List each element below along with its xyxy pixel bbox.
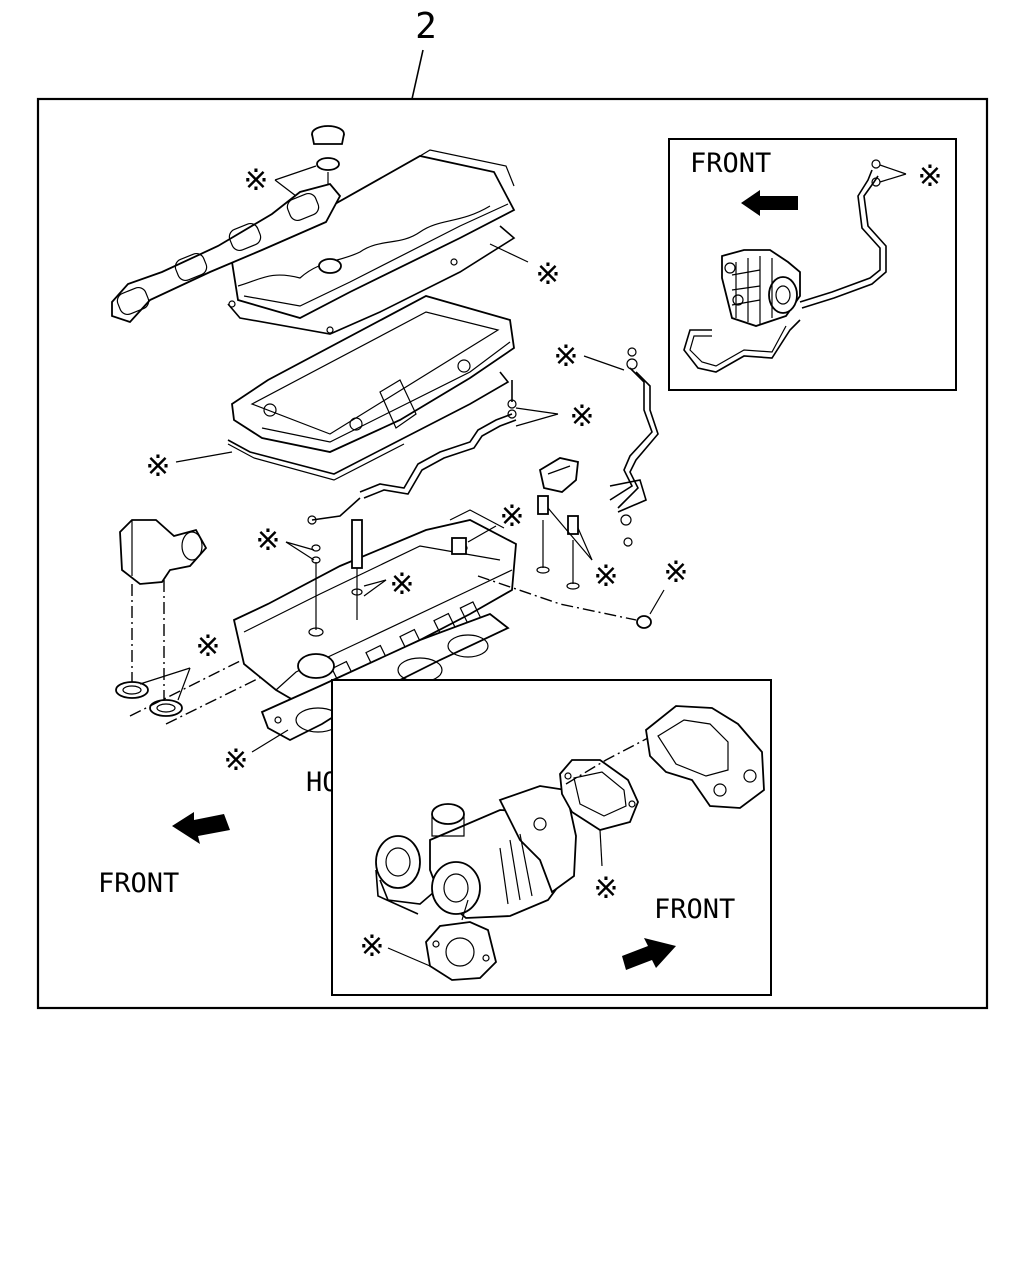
kit-marker-turbo-flange-gasket: ※: [359, 929, 384, 964]
turbocharger: [375, 785, 577, 919]
pump-inset-frame: [668, 138, 957, 391]
main-frame: [36, 97, 989, 1010]
front-arrow-turbo-inset: [622, 938, 676, 970]
front-label-turbo-inset: FRONT: [654, 894, 735, 925]
kit-marker-pump: ※: [917, 159, 942, 194]
pump-fuel-line: [683, 159, 887, 373]
kit-marker-pipe-washer-top: ※: [553, 339, 578, 374]
thermostat-housing: [119, 519, 208, 585]
carrier-gasket: [227, 371, 510, 481]
kit-marker-turbo-outlet-gasket: ※: [593, 871, 618, 906]
head-cover-gasket: [227, 225, 516, 335]
kit-marker-injector-seal: ※: [499, 499, 524, 534]
callout-leader: [411, 49, 424, 100]
glow-plug-injector: [351, 519, 467, 620]
kit-marker-head-gasket: ※: [223, 743, 248, 778]
intake-manifold-gasket: [111, 182, 342, 324]
kit-marker-carrier-gasket: ※: [145, 449, 170, 484]
callout-number: 2: [415, 6, 437, 47]
kit-marker-pipe-washer-mid: ※: [569, 399, 594, 434]
front-label-main: FRONT: [98, 868, 179, 899]
camshaft-carrier: [231, 295, 515, 453]
kit-marker-thermostat-gasket: ※: [195, 629, 220, 664]
front-label-pump-inset: FRONT: [690, 148, 771, 179]
cylinder-head-cover: [231, 149, 516, 319]
kit-marker-intake-gasket: ※: [243, 163, 268, 198]
turbo-flange-gasket: [425, 921, 497, 981]
kit-marker-glow-plug: ※: [389, 567, 414, 602]
kit-marker-head-cover-gasket: ※: [535, 257, 560, 292]
oil-seal-ring: [636, 615, 652, 629]
valve-stem-seals: [536, 457, 580, 590]
turbo-outlet-gasket: [559, 759, 639, 831]
kit-marker-oil-seal: ※: [663, 555, 688, 590]
exhaust-elbow: [645, 705, 765, 809]
kit-marker-valve-seal: ※: [593, 559, 618, 594]
thermostat-gaskets: [115, 681, 183, 717]
injection-pump: [721, 249, 801, 327]
injection-pipes: [307, 347, 659, 547]
kit-marker-injector-washer: ※: [255, 523, 280, 558]
front-arrow-main: [172, 812, 230, 844]
front-arrow-pump-inset: [741, 190, 798, 216]
